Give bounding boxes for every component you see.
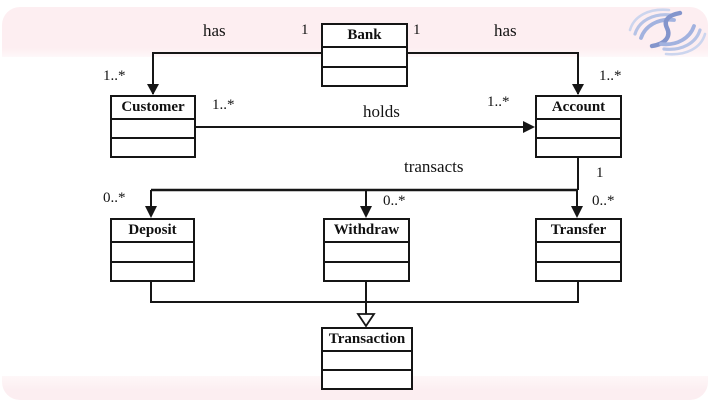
class-bank: Bank [321, 23, 408, 87]
generalization-arrowhead-transaction [356, 313, 376, 328]
arrowhead-customer [147, 84, 159, 95]
arrowhead-transfer [571, 206, 583, 218]
attributes-compartment [112, 243, 193, 261]
edge-transfer-merge [366, 282, 579, 303]
class-deposit: Deposit [110, 218, 195, 282]
class-name: Bank [323, 25, 406, 48]
attributes-compartment [537, 120, 620, 137]
operations-compartment [537, 260, 620, 281]
operations-compartment [112, 260, 193, 281]
edge-deposit-merge [150, 282, 366, 303]
attributes-compartment [112, 120, 194, 137]
attributes-compartment [323, 352, 411, 369]
class-name: Customer [112, 97, 194, 120]
multiplicity-account-transacts: 1 [596, 165, 604, 181]
operations-compartment [325, 260, 408, 281]
association-label-transacts: transacts [404, 157, 464, 176]
attributes-compartment [323, 48, 406, 66]
arrowhead-account-left [523, 121, 535, 133]
swirl-logo-icon [628, 8, 707, 56]
association-label-holds: holds [363, 102, 400, 121]
class-name: Transaction [323, 329, 411, 352]
operations-compartment [323, 65, 406, 86]
class-name: Deposit [112, 220, 193, 243]
class-withdraw: Withdraw [323, 218, 410, 282]
operations-compartment [112, 137, 194, 156]
class-account: Account [535, 95, 622, 158]
multiplicity-customer-holds: 1..* [212, 97, 235, 113]
association-label-has-left: has [203, 21, 226, 40]
arrowhead-account-top [572, 84, 584, 95]
attributes-compartment [325, 243, 408, 261]
class-name: Account [537, 97, 620, 120]
arrowhead-deposit [145, 206, 157, 218]
multiplicity-withdraw: 0..* [383, 193, 406, 209]
association-label-has-right: has [494, 21, 517, 40]
attributes-compartment [537, 243, 620, 261]
multiplicity-customer-top: 1..* [103, 68, 126, 84]
multiplicity-account-holds: 1..* [487, 94, 510, 110]
operations-compartment [537, 137, 620, 156]
operations-compartment [323, 369, 411, 388]
class-transfer: Transfer [535, 218, 622, 282]
arrowhead-withdraw [360, 206, 372, 218]
class-name: Transfer [537, 220, 620, 243]
multiplicity-transfer: 0..* [592, 193, 615, 209]
edge-bank-account [408, 52, 579, 94]
class-name: Withdraw [325, 220, 408, 243]
multiplicity-bank-right: 1 [413, 22, 421, 38]
edge-bank-customer [152, 52, 322, 94]
multiplicity-deposit: 0..* [103, 190, 126, 206]
class-transaction: Transaction [321, 327, 413, 390]
multiplicity-bank-left: 1 [301, 22, 309, 38]
class-customer: Customer [110, 95, 196, 158]
multiplicity-account-top: 1..* [599, 68, 622, 84]
